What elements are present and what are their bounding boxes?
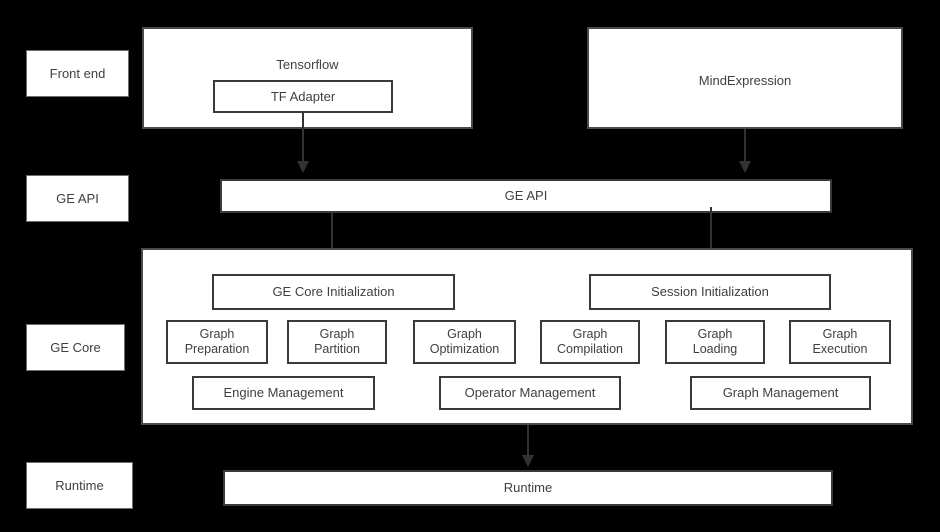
graph-execution-box[interactable]: Graph Execution — [789, 320, 891, 364]
connector-mindexpression-to-ge-api-line — [744, 129, 746, 163]
ge-core-initialization-box[interactable]: GE Core Initialization — [212, 274, 455, 310]
layer-label-runtime: Runtime — [26, 462, 133, 509]
graph-compilation-box[interactable]: Graph Compilation — [540, 320, 640, 364]
connector-tf-adapter-to-ge-api-arrow — [297, 161, 309, 173]
graph-partition-box[interactable]: Graph Partition — [287, 320, 387, 364]
frontend-tensorflow-panel: Tensorflow — [142, 27, 473, 129]
connector-ge-api-to-ge-core-init-line — [331, 213, 333, 261]
layer-label-ge-api: GE API — [26, 175, 129, 222]
frontend-mindexpression-panel: MindExpression — [587, 27, 903, 129]
connector-mindexpression-to-ge-api-arrow — [739, 161, 751, 173]
session-initialization-box[interactable]: Session Initialization — [589, 274, 831, 310]
connector-ge-core-to-runtime-line — [527, 425, 529, 457]
connector-ge-api-to-session-init-line — [710, 207, 712, 261]
connector-tf-adapter-to-ge-api-line — [302, 113, 304, 163]
graph-preparation-box[interactable]: Graph Preparation — [166, 320, 268, 364]
connector-ge-core-to-runtime-arrow — [522, 455, 534, 467]
tf-adapter-box[interactable]: TF Adapter — [213, 80, 393, 113]
graph-loading-box[interactable]: Graph Loading — [665, 320, 765, 364]
runtime-bar[interactable]: Runtime — [223, 470, 833, 506]
engine-management-box[interactable]: Engine Management — [192, 376, 375, 410]
ge-api-bar[interactable]: GE API — [220, 179, 832, 213]
graph-management-box[interactable]: Graph Management — [690, 376, 871, 410]
layer-label-front-end: Front end — [26, 50, 129, 97]
tensorflow-title: Tensorflow — [276, 57, 339, 72]
layer-label-ge-core: GE Core — [26, 324, 125, 371]
mindexpression-title: MindExpression — [698, 73, 792, 88]
graph-optimization-box[interactable]: Graph Optimization — [413, 320, 516, 364]
operator-management-box[interactable]: Operator Management — [439, 376, 621, 410]
